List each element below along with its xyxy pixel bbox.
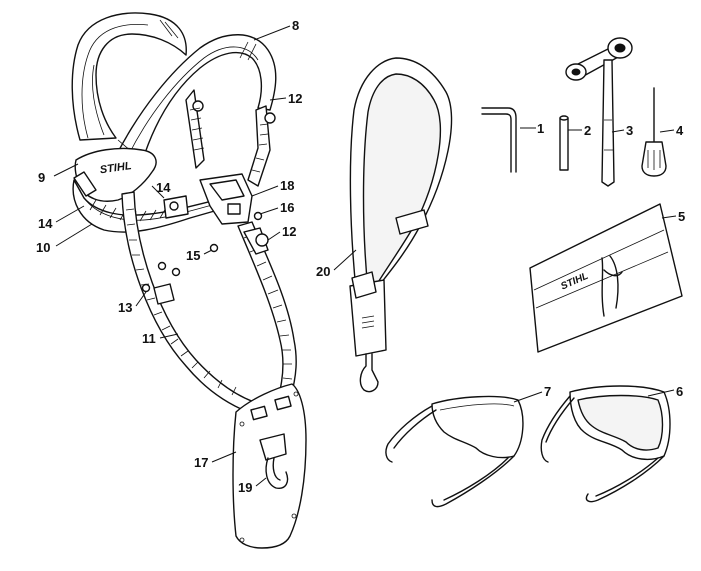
callout-12a: 12 bbox=[288, 91, 302, 106]
callout-labels: 1 2 3 4 5 6 7 8 9 12 14 14 10 11 12 16 1… bbox=[36, 18, 685, 495]
screwdriver bbox=[641, 87, 667, 177]
safety-glasses-tinted bbox=[540, 385, 671, 503]
leader-lines bbox=[53, 25, 677, 487]
callout-14b: 14 bbox=[156, 180, 171, 195]
single-shoulder-strap bbox=[349, 57, 453, 393]
callout-8: 8 bbox=[292, 18, 299, 33]
callout-15: 15 bbox=[186, 248, 200, 263]
hex-key bbox=[481, 107, 517, 173]
callout-16: 16 bbox=[280, 200, 294, 215]
safety-glasses-clear bbox=[385, 395, 524, 508]
pin bbox=[559, 115, 569, 171]
right-strap bbox=[237, 221, 297, 393]
callout-19: 19 bbox=[238, 480, 252, 495]
callout-17: 17 bbox=[194, 455, 208, 470]
callout-10: 10 bbox=[36, 240, 50, 255]
combination-wrench bbox=[565, 37, 633, 187]
callout-1: 1 bbox=[537, 121, 544, 136]
harness-assembly: STIHL bbox=[71, 12, 307, 549]
chest-plate bbox=[199, 173, 253, 225]
callout-20: 20 bbox=[316, 264, 330, 279]
callout-9: 9 bbox=[38, 170, 45, 185]
upper-straps bbox=[185, 89, 276, 187]
hip-pad bbox=[232, 383, 307, 549]
callout-18: 18 bbox=[280, 178, 294, 193]
callout-3: 3 bbox=[626, 123, 633, 138]
tool-pouch: STIHL bbox=[529, 203, 683, 353]
belt-buckle bbox=[163, 195, 189, 219]
callout-11: 11 bbox=[142, 331, 156, 346]
callout-12b: 12 bbox=[282, 224, 296, 239]
left-shoulder-pad bbox=[71, 12, 187, 141]
callout-14a: 14 bbox=[38, 216, 53, 231]
callout-6: 6 bbox=[676, 384, 683, 399]
callout-5: 5 bbox=[678, 209, 685, 224]
screws bbox=[141, 211, 263, 293]
callout-7: 7 bbox=[544, 384, 551, 399]
callout-2: 2 bbox=[584, 123, 591, 138]
callout-4: 4 bbox=[676, 123, 684, 138]
carrying-hook bbox=[259, 433, 289, 489]
callout-13: 13 bbox=[118, 300, 132, 315]
back-plate-logo: STIHL bbox=[99, 160, 132, 176]
